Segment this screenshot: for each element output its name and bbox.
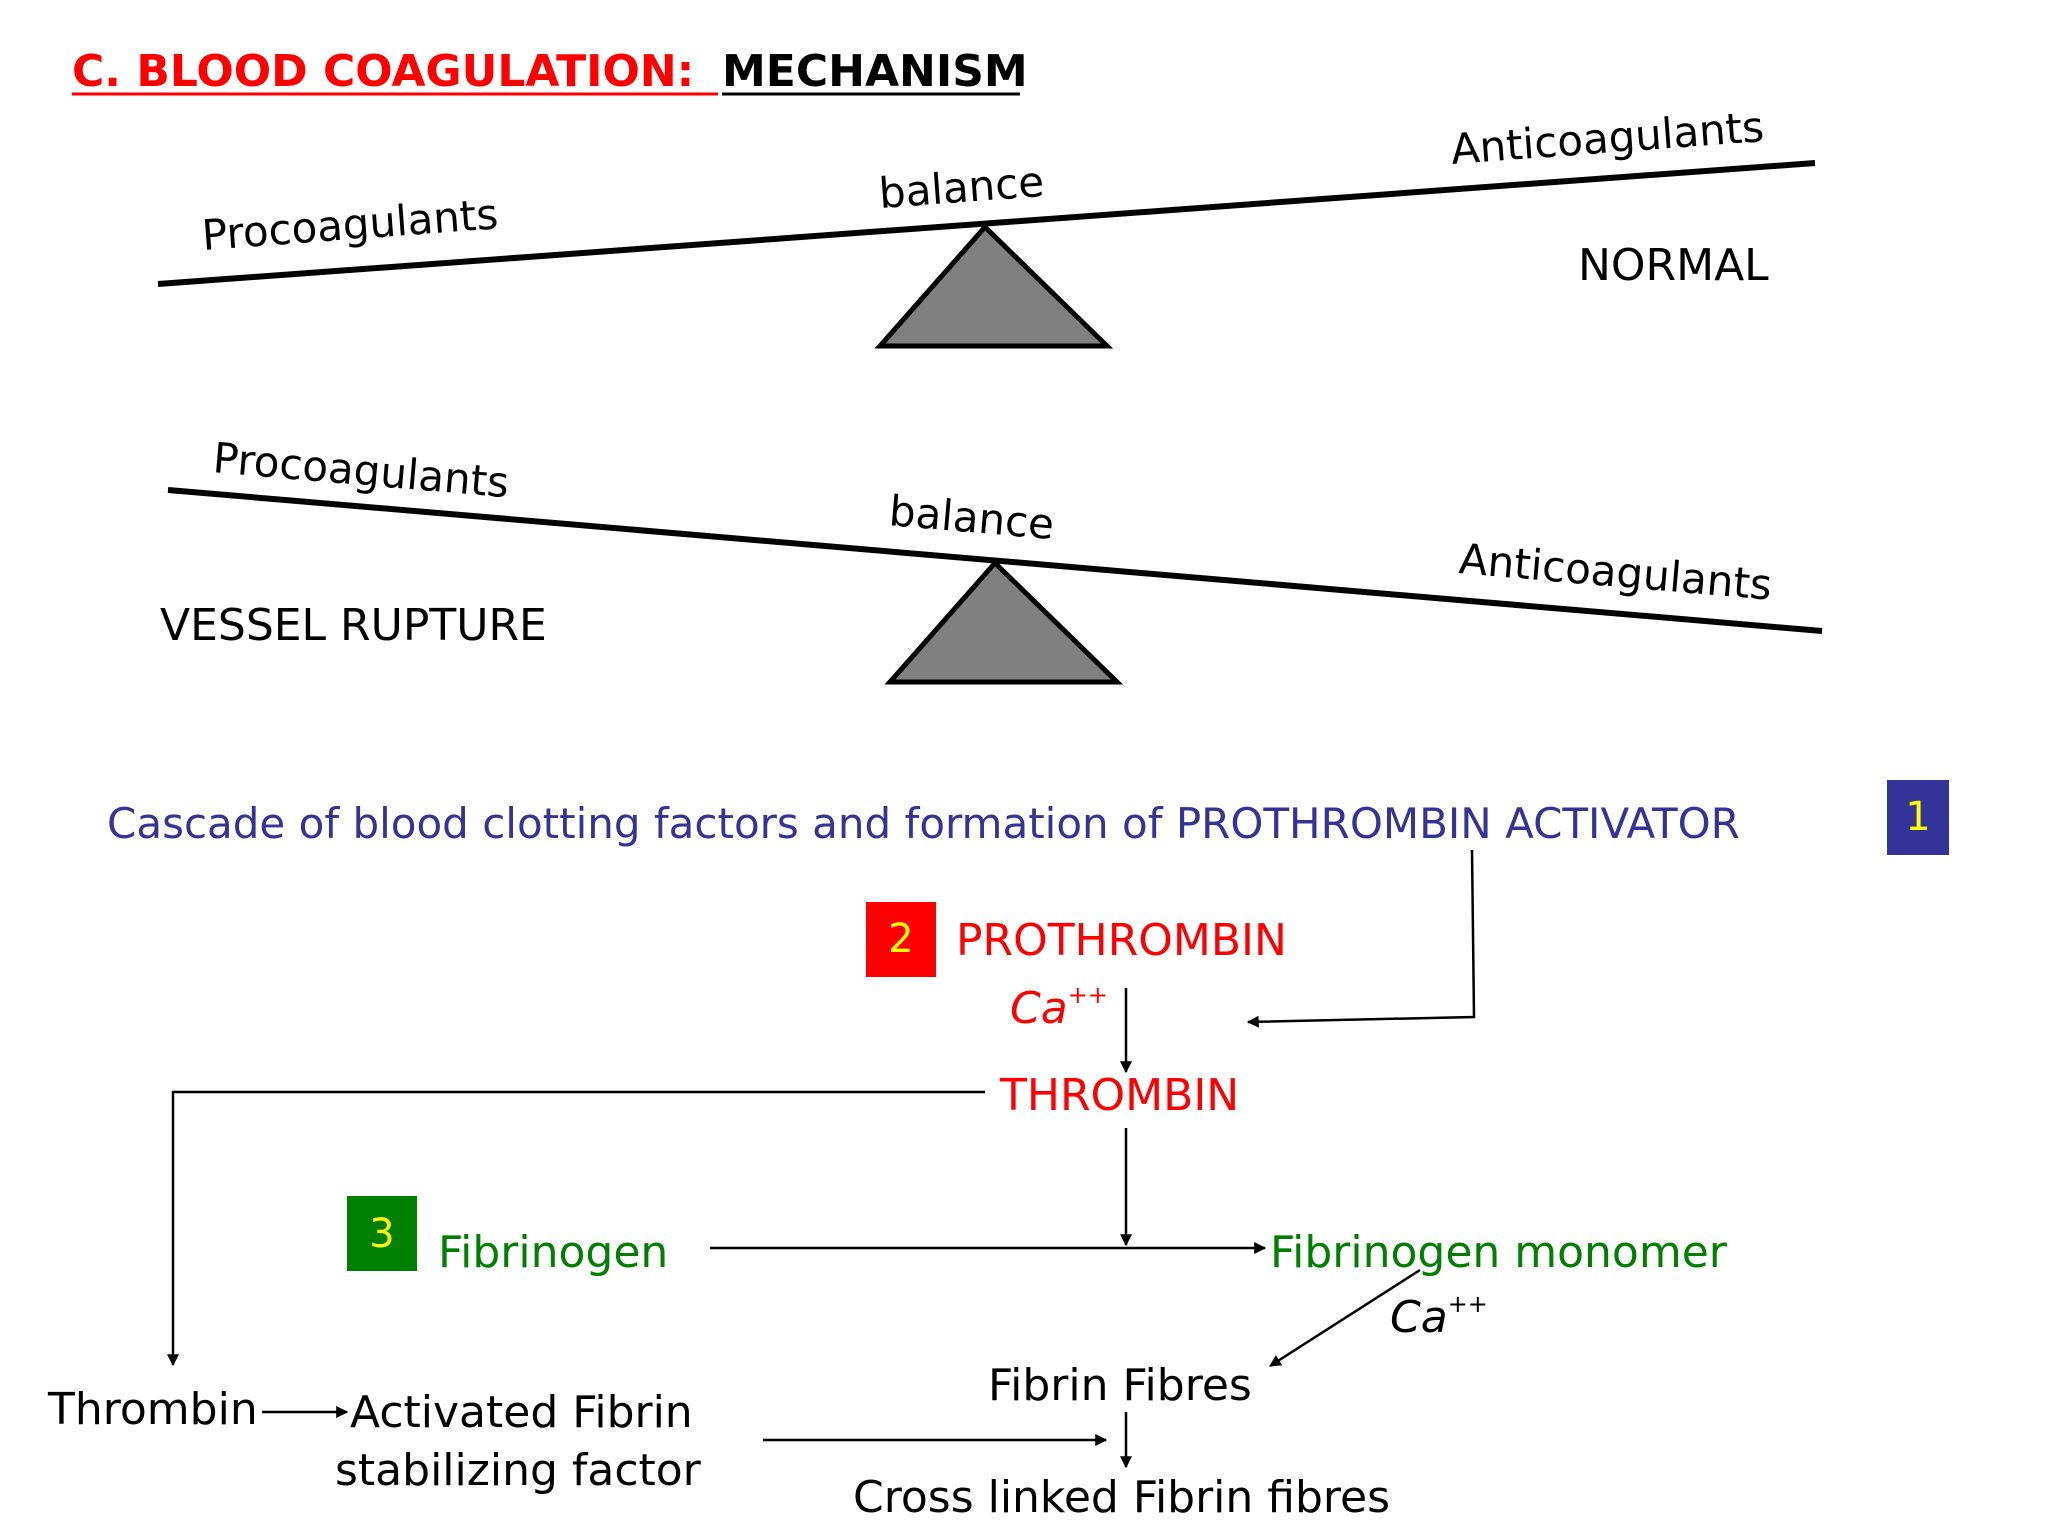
anticoagulants-label: Anticoagulants bbox=[1457, 534, 1774, 610]
afsf-line-2: stabilizing factor bbox=[335, 1445, 702, 1496]
monomer-to-fibrin-arrow bbox=[1268, 1268, 1421, 1368]
balance-label: balance bbox=[877, 157, 1046, 218]
state-label-normal: NORMAL bbox=[1578, 240, 1769, 291]
state-label-vessel-rupture: VESSEL RUPTURE bbox=[160, 600, 547, 651]
balance-beam bbox=[157, 160, 1816, 287]
thrombin-label: THROMBIN bbox=[999, 1070, 1239, 1121]
balance-normal: Procoagulants balance Anticoagulants NOR… bbox=[157, 102, 1816, 349]
step-2-badge: 2 bbox=[866, 902, 936, 977]
thrombin-branch-arrow bbox=[167, 1090, 985, 1367]
step-1-number: 1 bbox=[1905, 794, 1930, 840]
afsf-line-1: Activated Fibrin bbox=[350, 1387, 693, 1438]
step-2-number: 2 bbox=[888, 916, 913, 962]
fibrinogen-monomer-label: Fibrinogen monomer bbox=[1270, 1227, 1728, 1278]
fibrinogen-label: Fibrinogen bbox=[438, 1227, 668, 1278]
prothrombin-label: PROTHROMBIN bbox=[956, 915, 1287, 966]
procoagulants-label: Procoagulants bbox=[200, 189, 500, 260]
activator-arrow bbox=[1246, 849, 1476, 1028]
calcium-label-1: Ca++ bbox=[1010, 981, 1108, 1034]
anticoagulants-label: Anticoagulants bbox=[1449, 102, 1765, 174]
cascade-step-1-text: Cascade of blood clotting factors and fo… bbox=[107, 799, 1740, 848]
balance-beam bbox=[167, 487, 1823, 634]
thrombin-lower-label: Thrombin bbox=[47, 1384, 258, 1435]
balance-rupture: Procoagulants balance Anticoagulants VES… bbox=[160, 433, 1823, 685]
cross-linked-fibrin-label: Cross linked Fibrin fibres bbox=[853, 1472, 1390, 1523]
title-part-1: C. BLOOD COAGULATION: bbox=[72, 46, 694, 97]
fulcrum-icon bbox=[884, 559, 1124, 685]
fulcrum-icon bbox=[874, 223, 1114, 349]
fibrin-fibres-label: Fibrin Fibres bbox=[988, 1360, 1252, 1411]
step-1-badge: 1 bbox=[1887, 780, 1949, 855]
balance-label: balance bbox=[887, 486, 1056, 549]
calcium-label-2: Ca++ bbox=[1390, 1290, 1488, 1343]
slide-title: C. BLOOD COAGULATION: MECHANISM bbox=[72, 46, 1028, 97]
step-3-number: 3 bbox=[369, 1211, 394, 1257]
title-part-2: MECHANISM bbox=[722, 46, 1028, 97]
step-3-badge: 3 bbox=[347, 1196, 417, 1271]
